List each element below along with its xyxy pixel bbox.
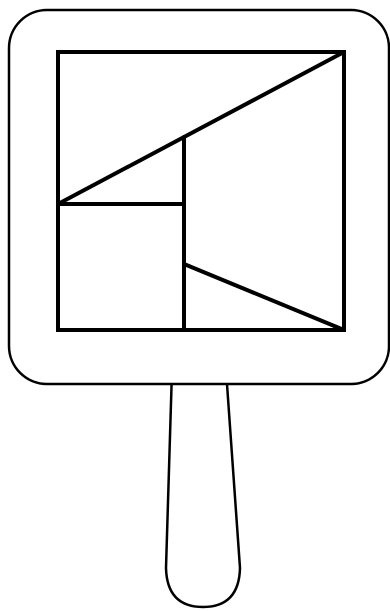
paddle-board	[9, 10, 389, 384]
paddle-handle	[166, 370, 240, 607]
